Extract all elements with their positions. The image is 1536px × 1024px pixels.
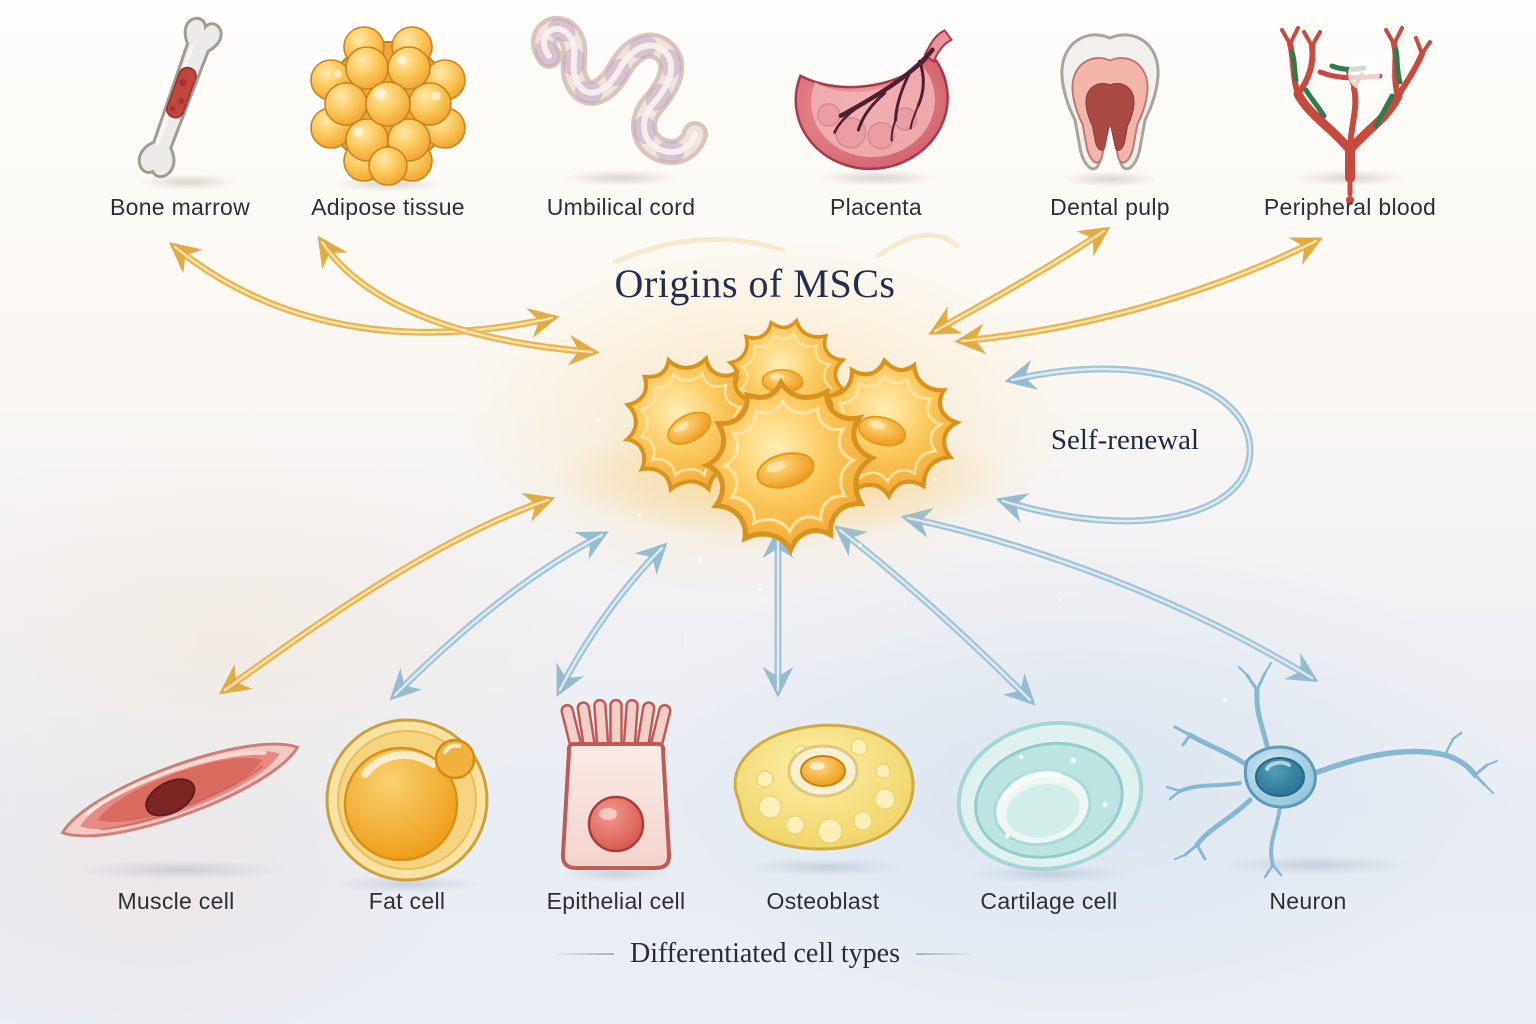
arrow-msc-muscle — [218, 492, 556, 695]
source-label-peripheral-blood: Peripheral blood — [1263, 194, 1437, 220]
source-label-umbilical-cord: Umbilical cord — [546, 194, 696, 220]
caption-text: Differentiated cell types — [629, 938, 901, 969]
arrow-msc-cartilage — [833, 525, 1036, 706]
arrow-placenta-msc — [875, 232, 960, 259]
muscle-cell-icon — [52, 722, 308, 880]
cell-label-muscle: Muscle cell — [117, 888, 235, 914]
arrow-bone-marrow-msc — [169, 242, 560, 339]
msc-cluster-illustration — [554, 318, 1010, 548]
osteoblast-icon — [733, 723, 915, 876]
arrow-msc-epithelial — [556, 542, 668, 697]
arrow-peripheral-msc — [954, 237, 1323, 355]
bottom-caption: Differentiated cell types — [551, 938, 979, 970]
source-label-placenta: Placenta — [830, 194, 922, 220]
cartilage-cell-icon — [956, 721, 1144, 883]
bone-marrow-icon — [137, 16, 238, 190]
placenta-icon — [794, 29, 953, 186]
caption-left-dash — [551, 953, 614, 955]
source-label-bone-marrow: Bone marrow — [109, 194, 251, 220]
peripheral-blood-icon — [1280, 26, 1432, 204]
epithelial-cell-icon — [560, 698, 672, 882]
cell-label-neuron: Neuron — [1269, 888, 1347, 914]
umbilical-cord-icon — [531, 15, 708, 186]
source-label-adipose-tissue: Adipose tissue — [311, 194, 465, 220]
diagram-title: Origins of MSCs — [614, 261, 896, 306]
self-renewal-label: Self-renewal — [1050, 424, 1200, 456]
neuron-icon — [1165, 662, 1498, 879]
source-label-dental-pulp: Dental pulp — [1050, 194, 1170, 220]
fat-cell-icon — [325, 718, 489, 893]
caption-right-dash — [916, 953, 979, 955]
cell-label-osteoblast: Osteoblast — [766, 888, 880, 914]
arrow-umbilical-msc — [612, 236, 786, 265]
cell-label-epithelial: Epithelial cell — [546, 888, 686, 914]
cell-label-cartilage: Cartilage cell — [980, 888, 1118, 914]
adipose-tissue-icon — [310, 26, 466, 192]
dental-pulp-icon — [1060, 33, 1160, 187]
cell-label-fat: Fat cell — [368, 888, 446, 914]
